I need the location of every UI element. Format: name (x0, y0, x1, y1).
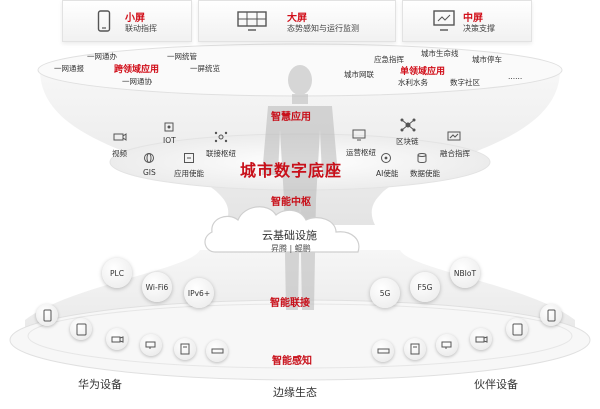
top-card-big-screen: 大屏 态势感知与运行监测 (198, 0, 396, 42)
layer-smart-apps: 智慧应用 (271, 112, 311, 123)
protocol-nbiot: NBIoT (450, 258, 480, 288)
top-card-mid-screen: 中屏 决策支撑 (402, 0, 532, 42)
top-card-title: 中屏 (463, 13, 483, 24)
left-cloud-item: 一网通报 (54, 64, 84, 73)
left-cloud-item: 一网通办 (87, 52, 117, 61)
phone-icon (43, 309, 51, 321)
layer-cloud-sub: 昇腾 | 鲲鹏 (271, 244, 311, 253)
cctv-icon (441, 341, 451, 349)
protocol-plc: PLC (102, 258, 132, 288)
device-tablet (70, 318, 92, 340)
footer-huawei-devices: 华为设备 (78, 378, 122, 391)
top-card-subtitle: 决策支撑 (463, 24, 495, 33)
phone-icon (547, 309, 555, 321)
layer-cloud-infra: 云基础设施 (262, 229, 317, 242)
protocol-wifi6: Wi-Fi6 (142, 272, 172, 302)
right-cloud-item: 城市停车 (472, 55, 502, 64)
device-router (206, 340, 228, 362)
device-tablet-right (506, 318, 528, 340)
router-icon (211, 348, 223, 354)
capability-label: 视频 (112, 149, 127, 158)
iot-chip-icon (164, 122, 174, 132)
capability-label: IOT (163, 136, 176, 145)
footer-partner-devices: 伙伴设备 (474, 378, 518, 391)
cctv-icon (145, 341, 155, 349)
footer-edge-ecosystem: 边缘生态 (273, 386, 317, 399)
tablet-icon (512, 323, 522, 335)
device-router-right (372, 340, 394, 362)
top-card-subtitle: 联动指挥 (125, 24, 157, 33)
blockchain-icon (400, 118, 416, 132)
capability-label: 应用使能 (174, 169, 204, 178)
capability-label: 数据使能 (410, 169, 440, 178)
left-cloud-item: 一网通协 (122, 77, 152, 86)
right-cloud-item: 数字社区 (450, 78, 480, 87)
layer-smart-hub: 智能中枢 (271, 197, 311, 208)
device-camera-right (470, 328, 492, 350)
data-enable-icon (417, 153, 427, 163)
top-card-title: 小屏 (125, 13, 145, 24)
monitor-icon (433, 10, 455, 31)
layer-city-digital-base: 城市数字底座 (240, 161, 343, 180)
cloud-icon (204, 206, 360, 253)
device-cabinet-right (404, 338, 426, 360)
capability-label: 运营枢纽 (346, 148, 376, 157)
right-cloud-title: 单领域应用 (400, 67, 446, 77)
device-cctv (140, 334, 162, 356)
camera-icon (111, 335, 123, 343)
device-phone-right (540, 304, 562, 326)
layer-smart-connect: 智能联接 (270, 298, 310, 309)
phone-icon (97, 10, 111, 32)
capability-label: GIS (143, 168, 156, 177)
device-camera (106, 328, 128, 350)
display-wall-icon (237, 11, 267, 31)
capability-label: 融合指挥 (440, 149, 470, 158)
top-card-title: 大屏 (287, 13, 307, 24)
capability-label: 区块链 (396, 137, 419, 146)
operations-monitor-icon (352, 129, 366, 141)
app-enable-icon (184, 153, 194, 163)
cabinet-icon (180, 343, 190, 355)
device-cctv-right (436, 334, 458, 356)
camera-icon (475, 335, 487, 343)
capability-label: AI使能 (376, 169, 399, 178)
layer-smart-sense: 智能感知 (272, 356, 312, 367)
device-cabinet (174, 338, 196, 360)
right-cloud-item: 城市生命线 (421, 49, 459, 58)
hub-icon (214, 131, 228, 143)
protocol-5g: 5G (370, 278, 400, 308)
video-camera-icon (113, 133, 127, 141)
command-screen-icon (447, 131, 461, 141)
tablet-icon (76, 323, 86, 335)
cabinet-icon (410, 343, 420, 355)
protocol-ipv6: IPv6+ (184, 278, 214, 308)
capability-label: 联接枢纽 (206, 149, 236, 158)
right-cloud-item: 应急指挥 (374, 55, 404, 64)
top-card-small-screen: 小屏 联动指挥 (62, 0, 192, 42)
ai-brain-icon (381, 153, 391, 163)
right-cloud-item: 城市网联 (344, 70, 374, 79)
device-phone (36, 304, 58, 326)
gis-globe-icon (144, 153, 154, 163)
top-card-subtitle: 态势感知与运行监测 (287, 24, 359, 33)
router-icon (377, 348, 389, 354)
protocol-f5g: F5G (410, 272, 440, 302)
left-cloud-item: 一网统管 (167, 52, 197, 61)
right-cloud-item: ...... (508, 72, 523, 81)
left-cloud-item: 一屏统览 (190, 64, 220, 73)
right-cloud-item: 水利水务 (398, 78, 428, 87)
left-cloud-title: 跨领域应用 (114, 65, 160, 75)
